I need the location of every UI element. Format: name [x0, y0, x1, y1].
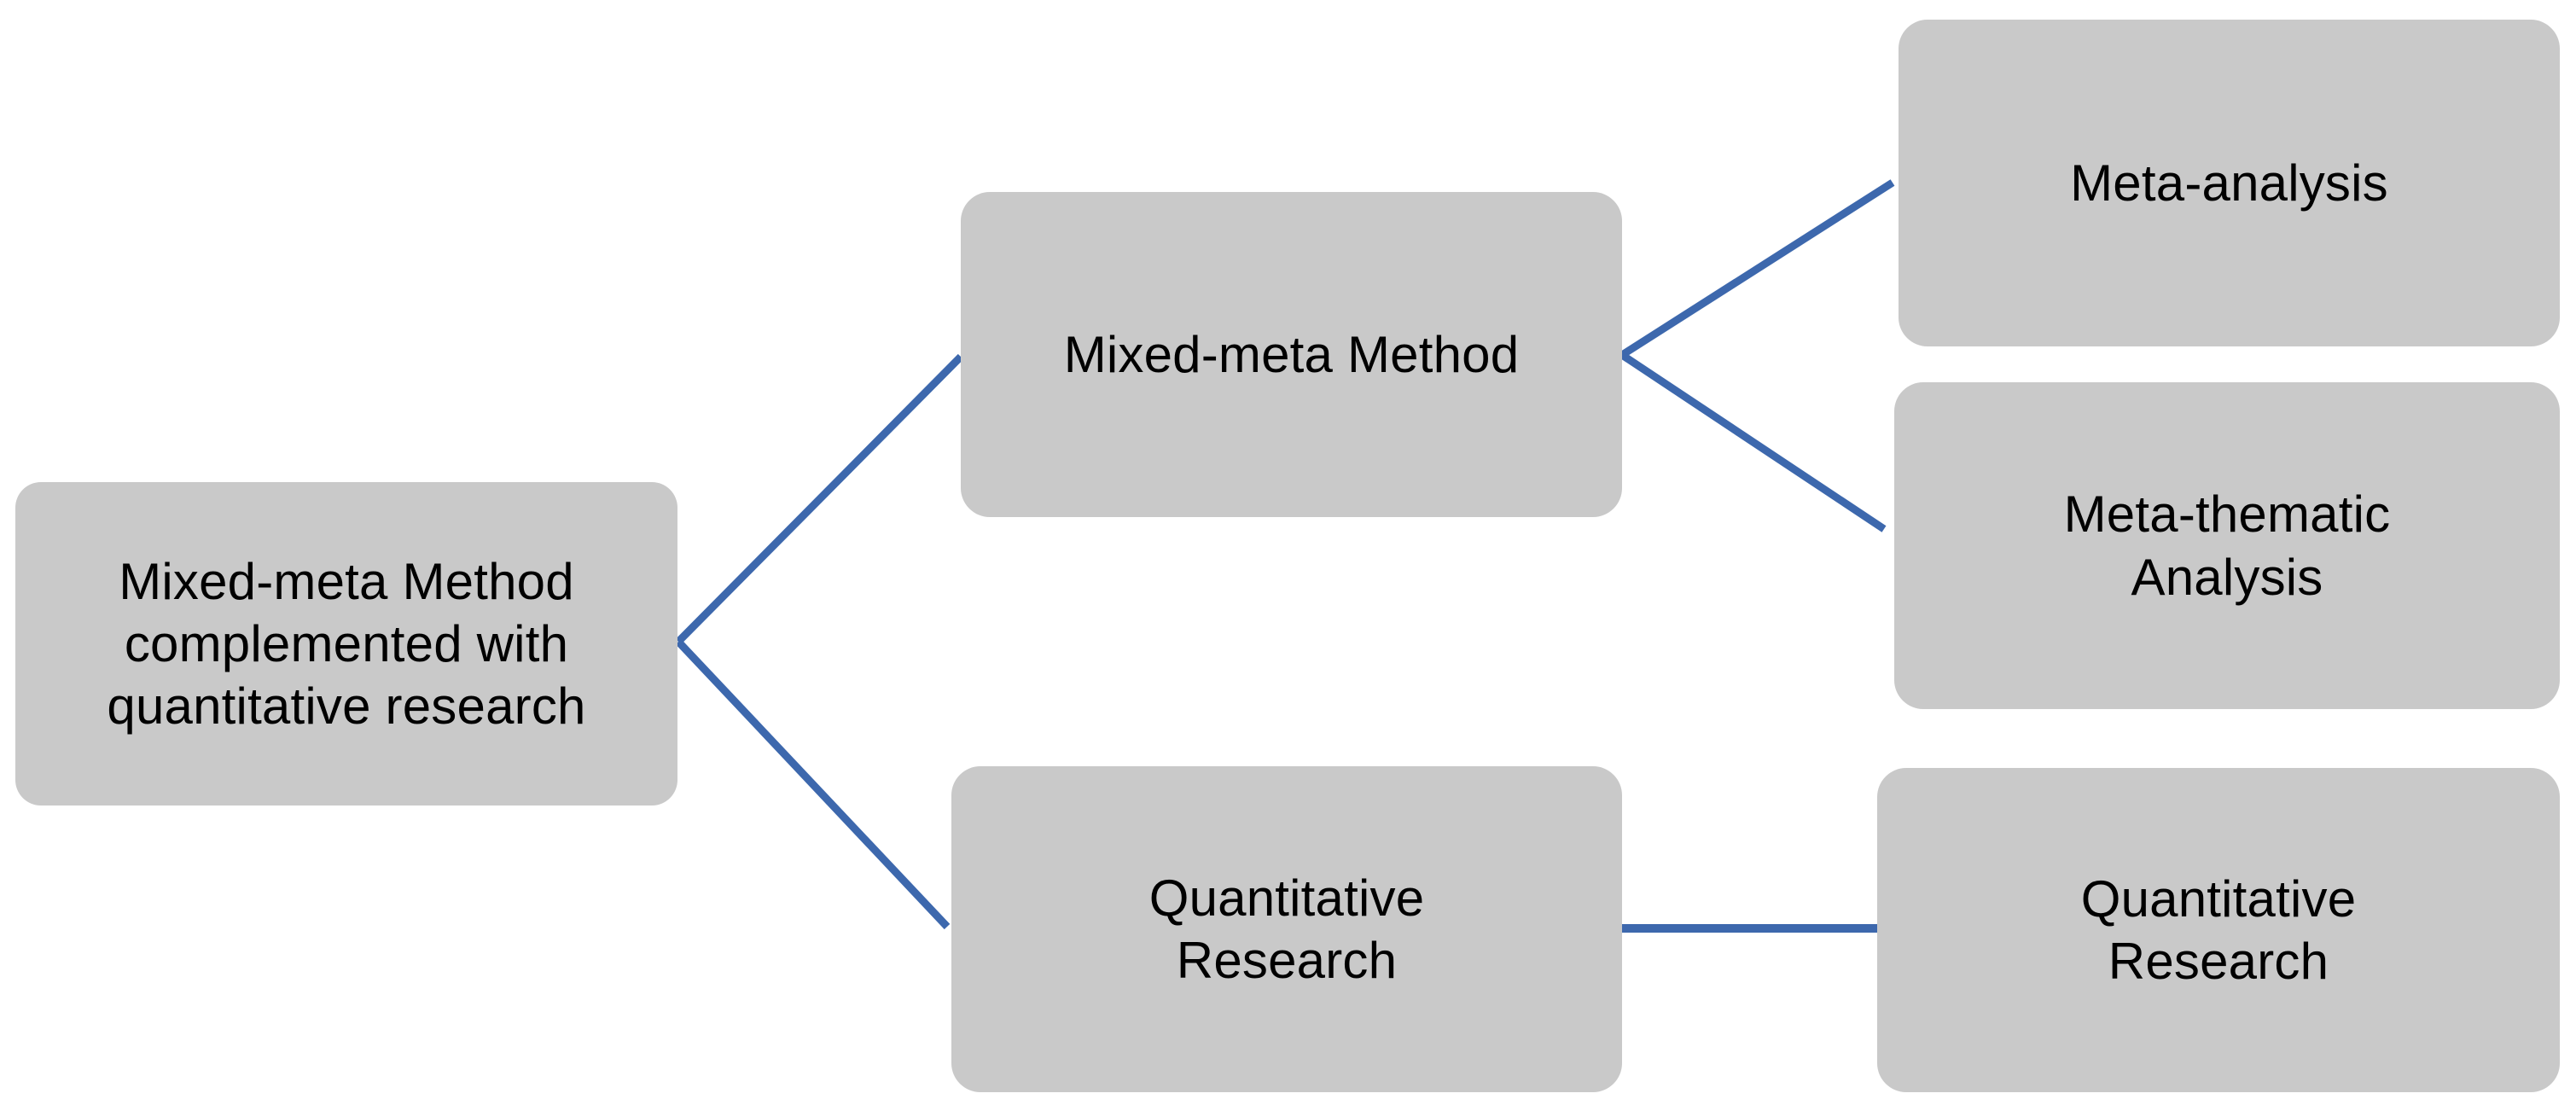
node-meta-analysis-label: Meta-analysis	[2070, 154, 2388, 212]
node-quantitative-research-right[interactable]: Quantitative Research	[1877, 768, 2560, 1092]
node-quantitative-research-mid[interactable]: Quantitative Research	[951, 766, 1622, 1092]
node-quantitative-research-right-label: Quantitative Research	[2080, 869, 2357, 990]
node-quantitative-research-mid-label: Quantitative Research	[1148, 869, 1425, 989]
node-root-label: Mixed-meta Method complemented with quan…	[107, 552, 586, 736]
node-mixed-meta-method[interactable]: Mixed-meta Method	[961, 192, 1622, 517]
node-mixed-meta-method-label: Mixed-meta Method	[1063, 325, 1520, 383]
node-meta-analysis[interactable]: Meta-analysis	[1899, 20, 2560, 346]
connector-mixed-meta-to-meta-thematic	[1619, 352, 1887, 532]
node-meta-thematic-analysis[interactable]: Meta-thematic Analysis	[1894, 382, 2560, 709]
node-meta-thematic-analysis-label: Meta-thematic Analysis	[2063, 486, 2391, 606]
connector-mixed-meta-to-meta-analysis	[1619, 179, 1895, 358]
connector-root-to-quantitative-research-mid	[675, 638, 951, 930]
node-root[interactable]: Mixed-meta Method complemented with quan…	[15, 482, 677, 805]
connector-root-to-mixed-meta-method	[675, 353, 964, 645]
